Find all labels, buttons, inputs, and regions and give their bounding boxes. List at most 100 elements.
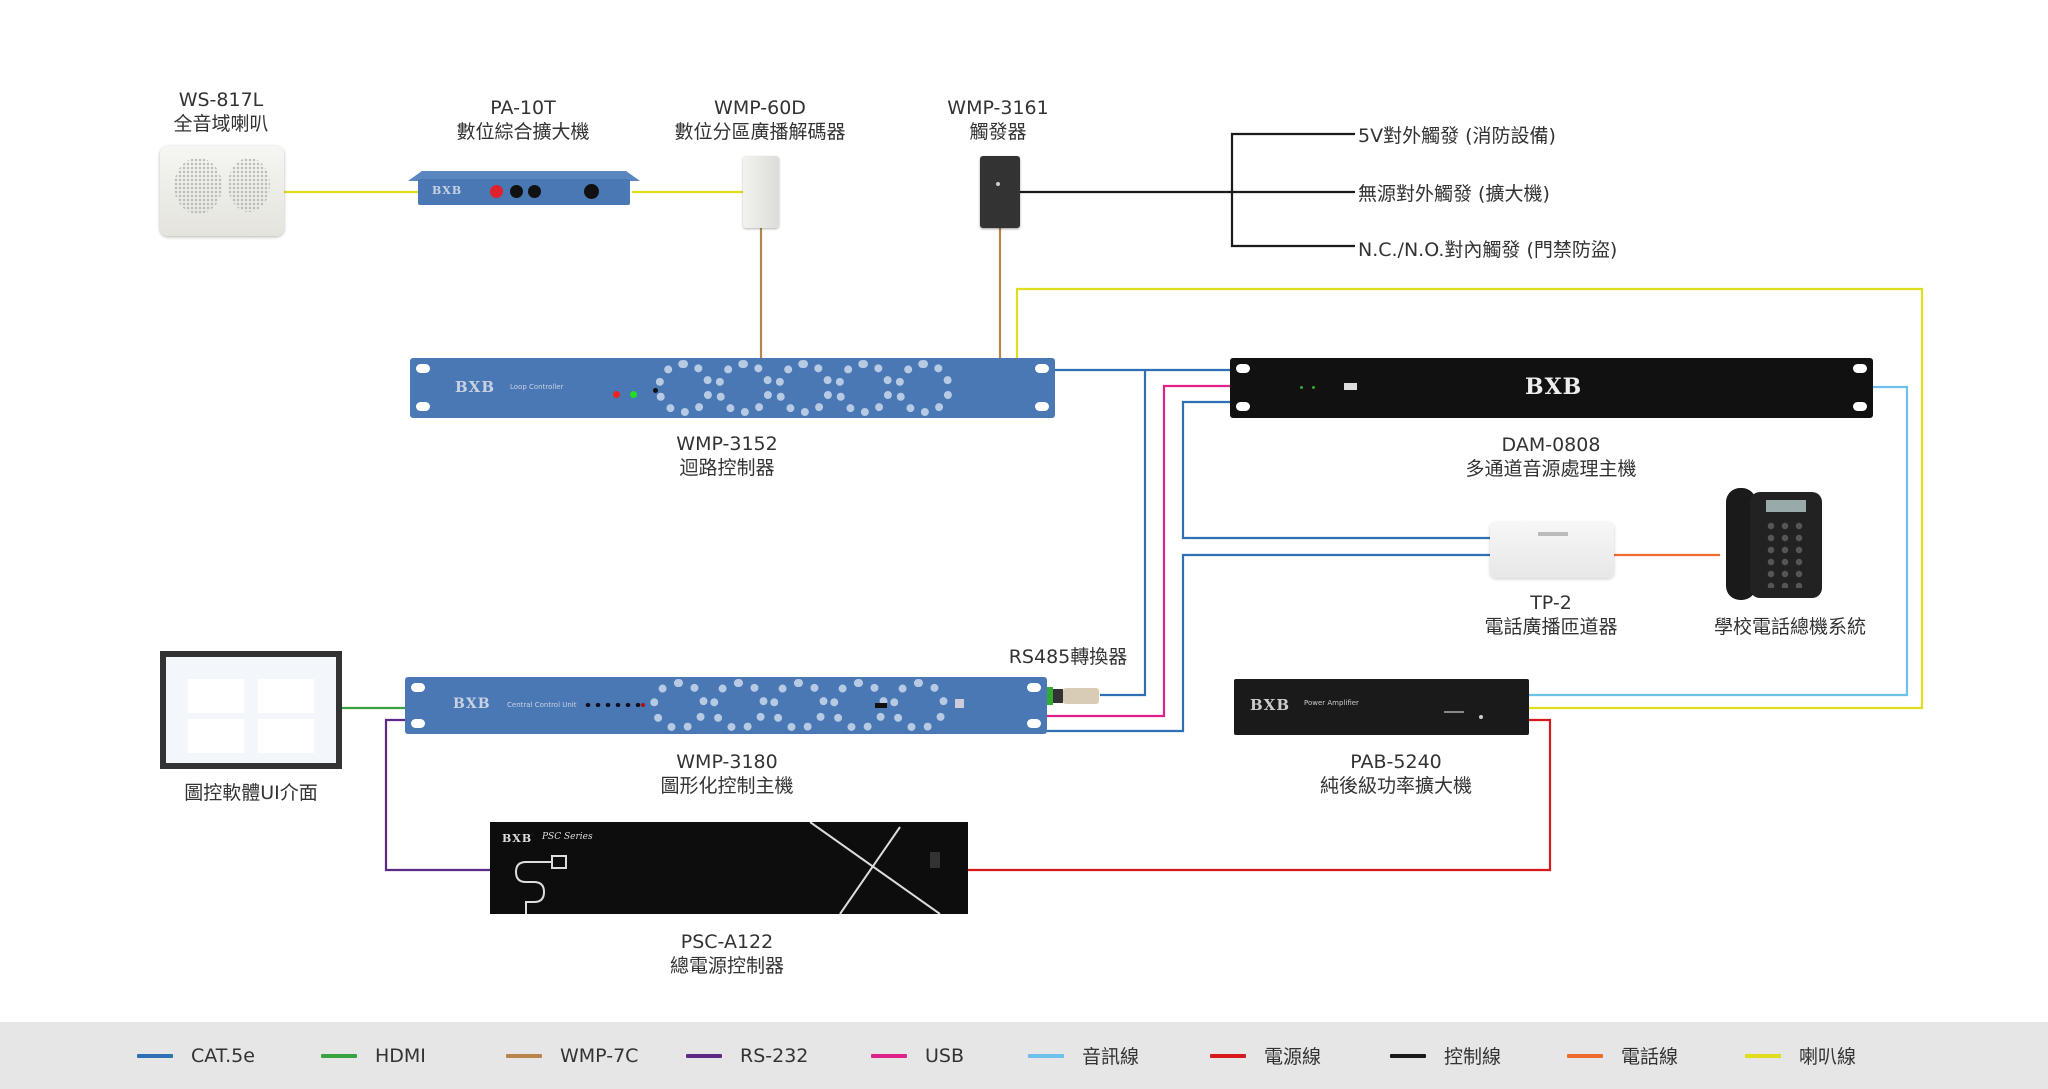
panel-button [955,699,964,708]
audio-wire-dam0808-pab5240 [1528,385,1909,697]
usb-wire-wmp3180-dam0808 [1046,384,1233,718]
rack-ear-hole [411,719,425,728]
rack-ear-hole [1035,402,1049,411]
pa10t-label: PA-10T 數位綜合擴大機 [456,97,590,143]
legend-item-usb: USB [871,1022,964,1089]
phone-display [1766,500,1806,512]
ui-card [258,719,314,753]
vent-pattern [650,679,948,732]
legend-item-hdmi: HDMI [321,1022,426,1089]
rack-ear-hole [1027,683,1041,692]
power-led [1300,386,1303,389]
panel-text: PSC Series [542,832,593,842]
legend-swatch [506,1053,542,1058]
terminal-block [1047,687,1053,705]
legend-swatch [321,1053,357,1058]
legend-swatch [871,1053,907,1058]
legend-swatch [1390,1053,1426,1058]
legend-swatch [1028,1053,1064,1058]
speaker-grille-left [174,158,222,214]
master-knob [584,184,599,199]
legend-swatch [1567,1053,1603,1058]
panel-text: Loop Controller [510,383,564,391]
wmp60d-decoder[interactable] [743,156,779,228]
cat5e-wire-wmp3180-tp2 [1046,553,1490,733]
speaker-wire-wmp3152-pab5240 [1015,287,1924,710]
power-switch [1444,711,1464,721]
connector [1053,689,1063,703]
pa10t-body: BXB [418,179,630,205]
rs485-converter[interactable] [1047,685,1101,707]
wmp3180-label: WMP-3180 圖形化控制主機 [660,751,794,797]
tp2-label: TP-2 電話廣播匝道器 [1484,592,1618,638]
power-wire-psc-pab5240 [968,718,1552,872]
rack-ear-hole [1236,402,1250,411]
school-phone-system[interactable] [1716,488,1836,606]
plug-and-x-graphic [514,822,941,914]
legend-item-control: 控制線 [1390,1022,1501,1089]
ui-card [188,679,244,713]
rack-ear-hole [416,402,430,411]
speaker-grille-right [228,158,270,212]
legend-item-audio: 音訊線 [1028,1022,1139,1089]
power-knob [490,185,503,198]
cat5e-wire-rs485 [1100,370,1147,697]
alarm-led [641,703,645,707]
status-led [996,182,1000,186]
vent-pattern [655,360,953,416]
rack-ear-hole [1035,364,1049,373]
indicator-leds [583,703,643,707]
pab5240-power-amplifier[interactable]: BXB Power Amplifier [1234,679,1529,735]
psc-a122-label: PSC-A122 總電源控制器 [669,931,785,977]
brand-logo: BXB [1250,696,1290,714]
rack-ear-hole [416,364,430,373]
wmp3161-label: WMP-3161 觸發器 [947,97,1049,143]
rack-ear-hole [1027,719,1041,728]
trigger-passive: 無源對外觸發 (擴大機) [1358,183,1550,205]
rack-ear-hole [1853,402,1867,411]
dam0808-audio-processor[interactable]: BXB [1230,358,1873,418]
wmp3152-label: WMP-3152 迴路控制器 [676,433,778,479]
trigger-5v: 5V對外觸發 (消防設備) [1358,125,1556,147]
usb-port [1344,383,1357,390]
volume-knob-1 [510,185,523,198]
pab5240-label: PAB-5240 純後級功率擴大機 [1319,751,1473,797]
rs232-wire-wmp3180-psc [384,718,490,872]
cat5e-wire-dam0808-tp2 [1181,400,1490,540]
ui-card [188,719,244,753]
trigger-ncno: N.C./N.O.對內觸發 (門禁防盜) [1358,239,1618,261]
ws817l-speaker[interactable] [160,146,284,236]
legend-item-speaker: 喇叭線 [1745,1022,1856,1089]
legend-swatch [686,1053,722,1058]
phone-label: 學校電話總機系統 [1713,616,1867,638]
brand-logo: BXB [453,696,491,712]
phone-keypad [1764,520,1808,588]
standby-led [1479,715,1483,719]
wmp3180-central-control-unit[interactable]: BXB Central Control Unit [405,677,1047,734]
psc-a122-power-sequencer[interactable]: BXB PSC Series [490,822,968,914]
wmp3152-loop-controller[interactable]: BXB Loop Controller [410,358,1055,418]
ui-screen-content [166,657,336,763]
panel-text: Power Amplifier [1304,699,1359,707]
power-led [613,391,620,398]
cable-legend: CAT.5e HDMI WMP-7C RS-232 USB 音訊線 電源線 控制… [0,1022,2048,1089]
wmp3161-trigger[interactable] [980,156,1020,228]
tp2-logo [1538,532,1568,536]
legend-swatch [1210,1053,1246,1058]
status-led [1312,386,1315,389]
status-led [630,391,637,398]
db9-shell [1063,688,1099,704]
tp2-phone-gateway[interactable] [1490,522,1614,578]
legend-item-cat5e: CAT.5e [137,1022,255,1089]
rack-ear-hole [1236,364,1250,373]
ws817l-label: WS-817L 全音域喇叭 [173,89,269,135]
legend-item-power: 電源線 [1210,1022,1321,1089]
wmp60d-label: WMP-60D 數位分區廣播解碼器 [674,97,846,143]
volume-knob-2 [528,185,541,198]
panel-text: Central Control Unit [507,701,577,709]
ui-software-screen[interactable] [160,651,342,769]
rack-ear-hole [411,683,425,692]
legend-item-rs232: RS-232 [686,1022,808,1089]
rack-ear-hole [1853,364,1867,373]
pa10t-amplifier[interactable]: BXB [408,171,640,211]
